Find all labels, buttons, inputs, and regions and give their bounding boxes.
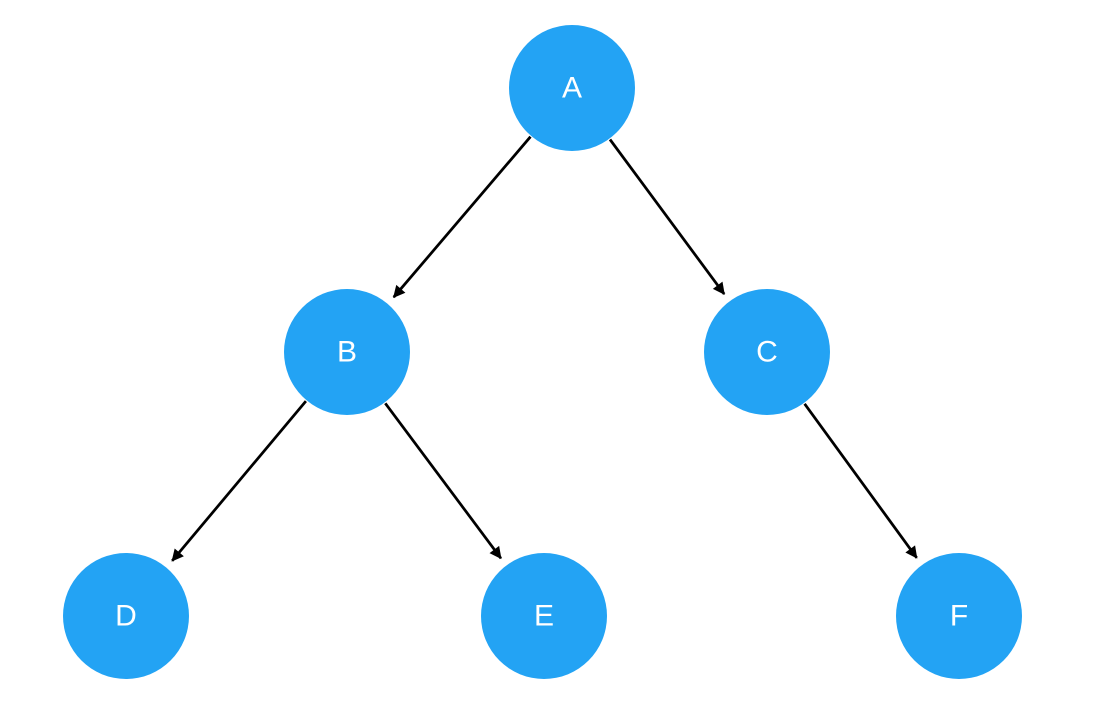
tree-node-C: C <box>704 289 830 415</box>
tree-edge-A-C <box>608 138 726 295</box>
tree-node-circle-E <box>481 553 607 679</box>
tree-edge-C-F <box>803 402 918 559</box>
tree-node-circle-D <box>63 553 189 679</box>
tree-node-A: A <box>509 25 635 151</box>
tree-node-E: E <box>481 553 607 679</box>
tree-node-B: B <box>284 289 410 415</box>
tree-edge-B-E <box>384 402 503 560</box>
tree-node-circle-F <box>896 553 1022 679</box>
tree-node-F: F <box>896 553 1022 679</box>
tree-node-D: D <box>63 553 189 679</box>
tree-edge-B-D <box>171 400 307 562</box>
edges-layer <box>171 135 918 562</box>
tree-node-circle-B <box>284 289 410 415</box>
nodes-layer: A B C D E F <box>63 25 1022 679</box>
tree-node-circle-A <box>509 25 635 151</box>
tree-edge-A-B <box>392 135 532 299</box>
tree-node-circle-C <box>704 289 830 415</box>
